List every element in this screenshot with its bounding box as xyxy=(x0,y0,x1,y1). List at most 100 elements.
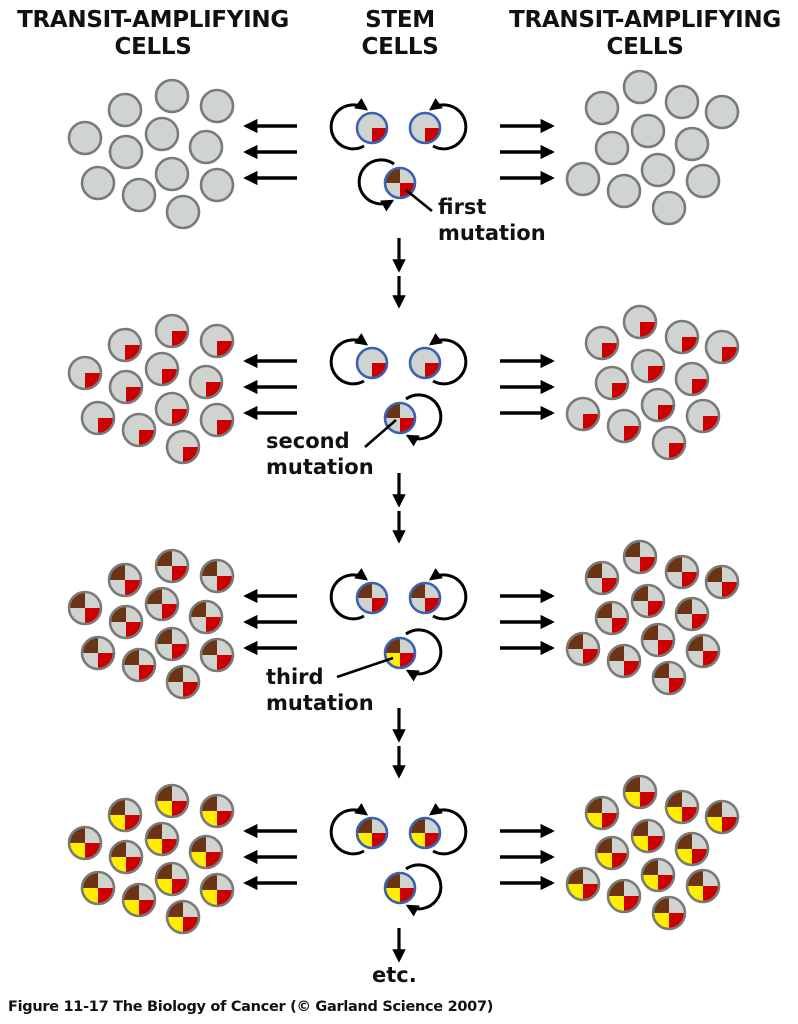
cell-outline xyxy=(685,868,721,904)
ta-cell-left xyxy=(188,834,224,870)
ta-cell-right xyxy=(606,408,642,444)
cell-outline xyxy=(199,402,235,438)
ta-cell-left xyxy=(144,116,180,152)
cell-outline xyxy=(640,152,676,188)
mutation-1-quadrant xyxy=(425,128,440,143)
ta-cell-left xyxy=(199,637,235,673)
ta-cell-right xyxy=(594,835,630,871)
ta-cell-right xyxy=(584,560,620,596)
mutation-2-quadrant xyxy=(82,637,98,653)
label-first-mutation: first mutation xyxy=(438,194,546,246)
cell-outline xyxy=(199,637,235,673)
cell-outline xyxy=(651,895,687,931)
mutation-2-quadrant xyxy=(385,403,400,418)
mutation-2-quadrant xyxy=(146,588,162,604)
mutation-2-quadrant xyxy=(109,799,125,815)
cell-outline xyxy=(664,789,700,825)
cell-outline xyxy=(165,899,201,935)
cell-body xyxy=(167,196,199,228)
ta-cell-left xyxy=(154,783,190,819)
mutation-1-quadrant xyxy=(648,601,664,617)
mutation-1-quadrant xyxy=(425,363,440,378)
header-left-line2: CELLS xyxy=(114,34,192,60)
cell-body xyxy=(653,192,685,224)
mutation-3-quadrant xyxy=(167,917,183,933)
cell-outline xyxy=(355,111,389,145)
ta-cell-left xyxy=(121,647,157,683)
mutation-1-quadrant xyxy=(125,815,141,831)
label-first-mutation-line1: first xyxy=(438,195,487,219)
mutation-2-quadrant xyxy=(69,592,85,608)
ta-cell-right xyxy=(606,173,642,209)
cell-outline xyxy=(154,78,190,114)
cell-outline xyxy=(165,429,201,465)
stem-cell xyxy=(408,346,442,380)
mutation-1-quadrant xyxy=(217,420,233,436)
ta-cell-right xyxy=(630,818,666,854)
mutation-1-quadrant xyxy=(217,341,233,357)
ta-cell-right xyxy=(704,799,740,835)
self-renewal-arrow xyxy=(428,803,468,856)
mutation-1-quadrant xyxy=(722,347,738,363)
ta-cell-right xyxy=(630,113,666,149)
ta-cell-left xyxy=(80,165,116,201)
header-center-line2: CELLS xyxy=(361,34,439,60)
cell-outline xyxy=(121,647,157,683)
cell-outline xyxy=(664,319,700,355)
mutation-1-quadrant xyxy=(172,644,188,660)
cell-outline xyxy=(144,351,180,387)
ta-cell-left xyxy=(80,635,116,671)
mutation-2-quadrant xyxy=(201,874,217,890)
ta-cell-right xyxy=(594,600,630,636)
mutation-3-quadrant xyxy=(69,843,85,859)
mutation-1-quadrant xyxy=(372,598,387,613)
cell-outline xyxy=(704,564,740,600)
mutation-1-quadrant xyxy=(372,363,387,378)
cell-outline xyxy=(664,554,700,590)
mutation-2-quadrant xyxy=(156,785,172,801)
mutation-1-quadrant xyxy=(669,678,685,694)
mutation-2-quadrant xyxy=(109,564,125,580)
cell-outline xyxy=(630,348,666,384)
cell-outline xyxy=(565,161,601,197)
mutation-2-quadrant xyxy=(156,628,172,644)
mutation-2-quadrant xyxy=(687,870,703,886)
mutation-3-quadrant xyxy=(385,653,400,668)
mutant-stem-cell xyxy=(383,871,417,905)
mutation-1-quadrant xyxy=(669,913,685,929)
ta-cell-left xyxy=(199,88,235,124)
cell-outline xyxy=(355,816,389,850)
ta-cell-left xyxy=(154,313,190,349)
mutation-2-quadrant xyxy=(586,562,602,578)
cell-outline xyxy=(144,821,180,857)
mutation-2-quadrant xyxy=(642,624,658,640)
cell-outline xyxy=(80,165,116,201)
mutation-3-quadrant xyxy=(586,813,602,829)
label-third-mutation: third mutation xyxy=(266,664,374,716)
mutation-1-quadrant xyxy=(722,582,738,598)
ta-cell-left xyxy=(199,167,235,203)
mutation-2-quadrant xyxy=(201,639,217,655)
mutation-3-quadrant xyxy=(201,811,217,827)
cell-outline xyxy=(199,872,235,908)
mutation-1-quadrant xyxy=(85,373,101,389)
cell-outline xyxy=(565,866,601,902)
ta-cell-right xyxy=(651,895,687,931)
ta-cell-right xyxy=(651,425,687,461)
cell-outline xyxy=(651,660,687,696)
mutation-2-quadrant xyxy=(357,583,372,598)
cell-outline xyxy=(154,156,190,192)
mutation-2-quadrant xyxy=(596,602,612,618)
cell-outline xyxy=(108,839,144,875)
ta-cell-left xyxy=(121,177,157,213)
ta-cell-left xyxy=(199,323,235,359)
cell-body xyxy=(110,136,142,168)
mutation-2-quadrant xyxy=(123,649,139,665)
mutation-3-quadrant xyxy=(385,888,400,903)
ta-cell-left xyxy=(154,626,190,662)
mutation-1-quadrant xyxy=(85,608,101,624)
header-left-line1: TRANSIT-AMPLIFYING xyxy=(17,7,289,33)
header-center: STEM CELLS xyxy=(345,7,455,61)
mutation-1-quadrant xyxy=(612,853,628,869)
